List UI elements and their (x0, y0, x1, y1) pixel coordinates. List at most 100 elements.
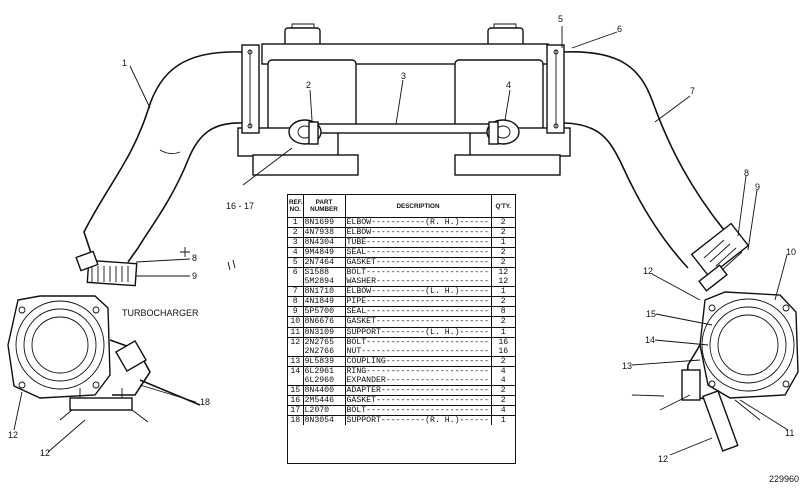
description-cell: ELBOW------------------------ (345, 227, 492, 238)
parts-list-table: REF. NO. PART NUMBER DESCRIPTION Q'TY. 1… (287, 194, 516, 464)
description-cell: NUT-------------------------- (345, 346, 492, 357)
ref-cell (288, 346, 304, 357)
ref-cell: 18 (288, 414, 304, 425)
right-turbocharger (631, 291, 799, 452)
callout-18: 18 (200, 397, 210, 407)
ref-cell: 5 (288, 257, 304, 268)
callout-15: 15 (646, 309, 656, 319)
ref-cell (288, 277, 304, 287)
part-number-cell: 2M5446 (303, 394, 346, 406)
part-number-cell: 6L2961 (303, 365, 346, 376)
ref-cell: 12 (288, 336, 304, 347)
part-number-cell: 9L5839 (303, 355, 346, 367)
callout-12-left-b: 12 (40, 448, 50, 458)
description-cell: BOLT------------------------- (345, 336, 492, 347)
part-number-cell: 8N4304 (303, 237, 346, 248)
part-number-cell: 4N1849 (303, 296, 346, 307)
part-number-cell: 6L2960 (303, 375, 346, 386)
figure-id: 229960 (768, 474, 799, 484)
header-ref-no: REF. NO. (288, 195, 304, 218)
header-quantity: Q'TY. (491, 195, 515, 218)
quantity-cell: 12 (491, 267, 515, 278)
left-flange (241, 44, 260, 134)
description-cell: SEAL------------------------- (345, 306, 492, 317)
left-elbow (83, 51, 243, 263)
callout-13: 13 (622, 361, 632, 371)
callout-2: 2 (306, 80, 311, 90)
description-cell: RING------------------------- (345, 365, 492, 376)
callout-12-left-a: 12 (8, 430, 18, 440)
turbocharger-label: TURBOCHARGER (122, 308, 199, 318)
ref-cell: 3 (288, 237, 304, 248)
callout-1: 1 (122, 58, 127, 68)
quantity-cell: 2 (491, 247, 515, 258)
part-number-cell: 8N4400 (303, 384, 346, 396)
callout-9-right: 9 (755, 182, 760, 192)
callout-16-17: 16 - 17 (226, 201, 254, 211)
quantity-cell: 2 (491, 394, 515, 406)
callout-4: 4 (506, 80, 511, 90)
description-cell: SUPPORT---------(L. H.)------ (345, 326, 492, 338)
manifold-block (237, 23, 571, 176)
part-number-cell: 8N1710 (303, 286, 346, 297)
description-cell: WASHER----------------------- (345, 277, 492, 287)
right-elbow (563, 51, 725, 269)
crossover-tube (288, 119, 520, 145)
part-number-cell: S1588 (303, 267, 346, 278)
description-cell: ADAPTER---------------------- (345, 384, 492, 396)
ref-cell: 2 (288, 227, 304, 238)
ref-cell: 17 (288, 404, 304, 416)
callout-8-left: 8 (192, 253, 197, 263)
quantity-cell: 2 (491, 384, 515, 396)
ref-cell: 16 (288, 394, 304, 406)
leader-lines (13, 26, 789, 456)
description-cell: PIPE------------------------- (345, 296, 492, 307)
ref-cell: 11 (288, 326, 304, 338)
quantity-cell: 2 (491, 227, 515, 238)
quantity-cell: 2 (491, 355, 515, 367)
ref-cell: 1 (288, 217, 304, 228)
callout-14: 14 (645, 335, 655, 345)
quantity-cell: 8 (491, 306, 515, 317)
quantity-cell: 1 (491, 237, 515, 248)
description-cell: ELBOW-----------(R. H.)------ (345, 217, 492, 228)
header-part-number: PART NUMBER (303, 195, 346, 218)
quantity-cell: 12 (498, 277, 509, 287)
left-turbocharger (7, 295, 201, 423)
description-cell: GASKET----------------------- (345, 316, 492, 328)
ref-cell: 4 (288, 247, 304, 258)
quantity-cell: 16 (498, 346, 509, 356)
right-coupling (690, 222, 750, 292)
callout-labels: 1 2 3 4 5 6 7 8 9 8 9 10 11 12 12 12 12 … (8, 14, 796, 464)
callout-12-right-a: 12 (643, 266, 653, 276)
quantity-cell: 4 (500, 375, 506, 385)
ref-cell: 10 (288, 316, 304, 328)
quantity-cell: 4 (491, 404, 515, 416)
ref-cell: 9 (288, 306, 304, 317)
part-number-cell: 5M2894 (303, 277, 346, 287)
callout-8-right: 8 (744, 168, 749, 178)
part-number-cell: 8N6676 (303, 316, 346, 328)
description-cell: GASKET----------------------- (345, 257, 492, 268)
callout-5: 5 (558, 14, 563, 24)
description-cell: ELBOW-----------(L. H.)------ (345, 286, 492, 297)
left-coupling (75, 250, 138, 287)
description-cell: BOLT------------------------- (345, 404, 492, 416)
